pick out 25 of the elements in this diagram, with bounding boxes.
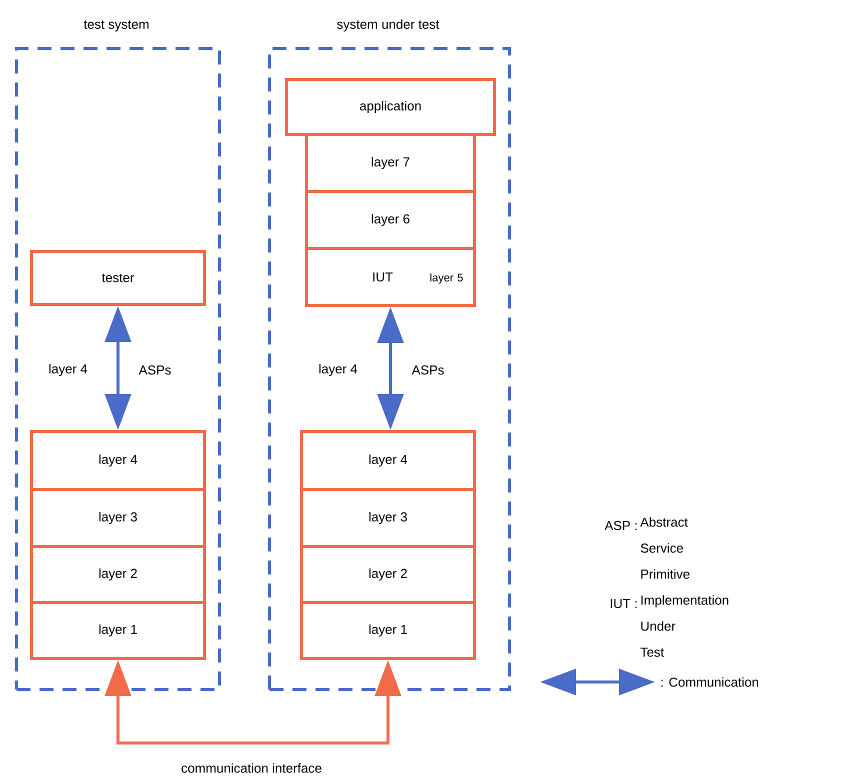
layer-box: application: [285, 78, 496, 136]
layer-box: tester: [30, 250, 206, 306]
definition: Abstract Service Primitive: [640, 517, 690, 579]
arrow-label: layer 4: [49, 364, 88, 376]
arrow-label: layer 4: [319, 364, 358, 376]
arrow-label: ASPs: [138, 365, 171, 375]
layer-box: layer 4: [300, 430, 476, 491]
layer-box: layer 4: [30, 430, 206, 491]
layer-box: layer 1: [30, 601, 206, 660]
abbreviation: ASP :: [604, 520, 637, 530]
layer-box: layer 1: [300, 601, 476, 660]
layer-box: layer 3: [300, 488, 476, 548]
node-label: system under test: [337, 19, 440, 32]
legend-text: : Communication: [661, 677, 758, 687]
arrow-label: ASPs: [412, 365, 444, 375]
layer-box: layer 2: [300, 545, 476, 604]
layer-box: layer 3: [30, 488, 206, 548]
abbreviation: IUT :: [610, 599, 637, 608]
edge-label: communication interface: [182, 763, 322, 773]
node-label: test system: [84, 20, 149, 32]
layer-box: layer 7: [305, 133, 476, 193]
layer-box: layer 6: [305, 190, 476, 250]
definition: Implementation Under Test: [640, 595, 728, 657]
layer-box: IUT layer 5: [305, 247, 476, 307]
layer-box: layer 2: [30, 545, 206, 604]
